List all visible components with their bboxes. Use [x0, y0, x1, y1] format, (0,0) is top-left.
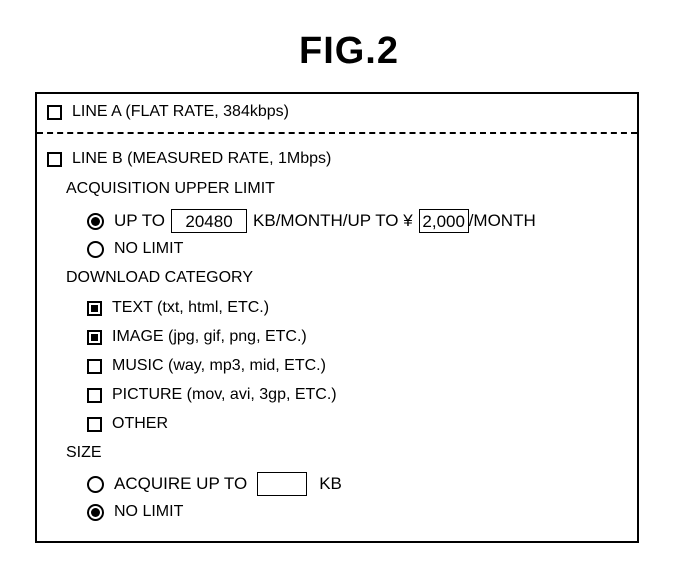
line-a-label: LINE A (FLAT RATE, 384kbps): [72, 103, 289, 120]
size-acquire-label: ACQUIRE UP TO: [114, 474, 248, 493]
kb-month-unit: KB/MONTH/UP TO ¥: [253, 211, 413, 230]
section-divider: [37, 132, 637, 134]
acquisition-up-to-radio[interactable]: [87, 212, 104, 230]
download-text-label: TEXT (txt, html, ETC.): [112, 299, 270, 316]
figure-title: FIG.2: [298, 30, 400, 72]
size-acquire-option[interactable]: ACQUIRE UP TO KB: [87, 472, 342, 496]
download-item-text[interactable]: TEXT (txt, html, ETC.): [87, 298, 269, 318]
acquisition-no-limit-label: NO LIMIT: [114, 240, 184, 257]
size-no-limit-option[interactable]: NO LIMIT: [87, 502, 183, 522]
line-b-option[interactable]: LINE B (MEASURED RATE, 1Mbps): [47, 149, 331, 169]
download-item-music[interactable]: MUSIC (way, mp3, mid, ETC.): [87, 356, 326, 376]
kb-month-field[interactable]: 20480: [171, 209, 248, 233]
acquisition-up-to-option[interactable]: UP TO 20480 KB/MONTH/UP TO ¥ 2,000 /MONT…: [87, 209, 536, 233]
line-b-checkbox[interactable]: [47, 151, 62, 167]
download-other-checkbox[interactable]: [87, 416, 102, 432]
download-item-other[interactable]: OTHER: [87, 414, 168, 434]
size-acquire-radio[interactable]: [87, 475, 104, 493]
size-kb-field[interactable]: [257, 472, 308, 496]
download-image-checkbox[interactable]: [87, 329, 102, 345]
line-b-label: LINE B (MEASURED RATE, 1Mbps): [72, 150, 332, 167]
download-item-image[interactable]: IMAGE (jpg, gif, png, ETC.): [87, 327, 307, 347]
download-item-picture[interactable]: PICTURE (mov, avi, 3gp, ETC.): [87, 385, 337, 405]
line-a-checkbox[interactable]: [47, 104, 62, 120]
size-kb-unit: KB: [319, 474, 342, 493]
size-no-limit-label: NO LIMIT: [114, 503, 184, 520]
line-settings-panel: LINE A (FLAT RATE, 384kbps) LINE B (MEAS…: [35, 92, 639, 543]
acquisition-heading: ACQUISITION UPPER LIMIT: [66, 180, 275, 197]
download-image-label: IMAGE (jpg, gif, png, ETC.): [112, 328, 307, 345]
acquisition-no-limit-radio[interactable]: [87, 240, 104, 258]
size-heading: SIZE: [66, 444, 102, 461]
download-text-checkbox[interactable]: [87, 300, 102, 316]
yen-month-field[interactable]: 2,000: [418, 209, 469, 233]
download-music-label: MUSIC (way, mp3, mid, ETC.): [112, 357, 326, 374]
yen-month-unit: /MONTH: [468, 211, 536, 230]
size-no-limit-radio[interactable]: [87, 503, 104, 521]
download-music-checkbox[interactable]: [87, 358, 102, 374]
download-picture-checkbox[interactable]: [87, 387, 102, 403]
download-picture-label: PICTURE (mov, avi, 3gp, ETC.): [112, 386, 337, 403]
download-category-heading: DOWNLOAD CATEGORY: [66, 269, 253, 286]
download-other-label: OTHER: [112, 415, 168, 432]
line-a-option[interactable]: LINE A (FLAT RATE, 384kbps): [47, 102, 289, 122]
up-to-label: UP TO: [114, 211, 166, 230]
acquisition-no-limit-option[interactable]: NO LIMIT: [87, 239, 183, 259]
